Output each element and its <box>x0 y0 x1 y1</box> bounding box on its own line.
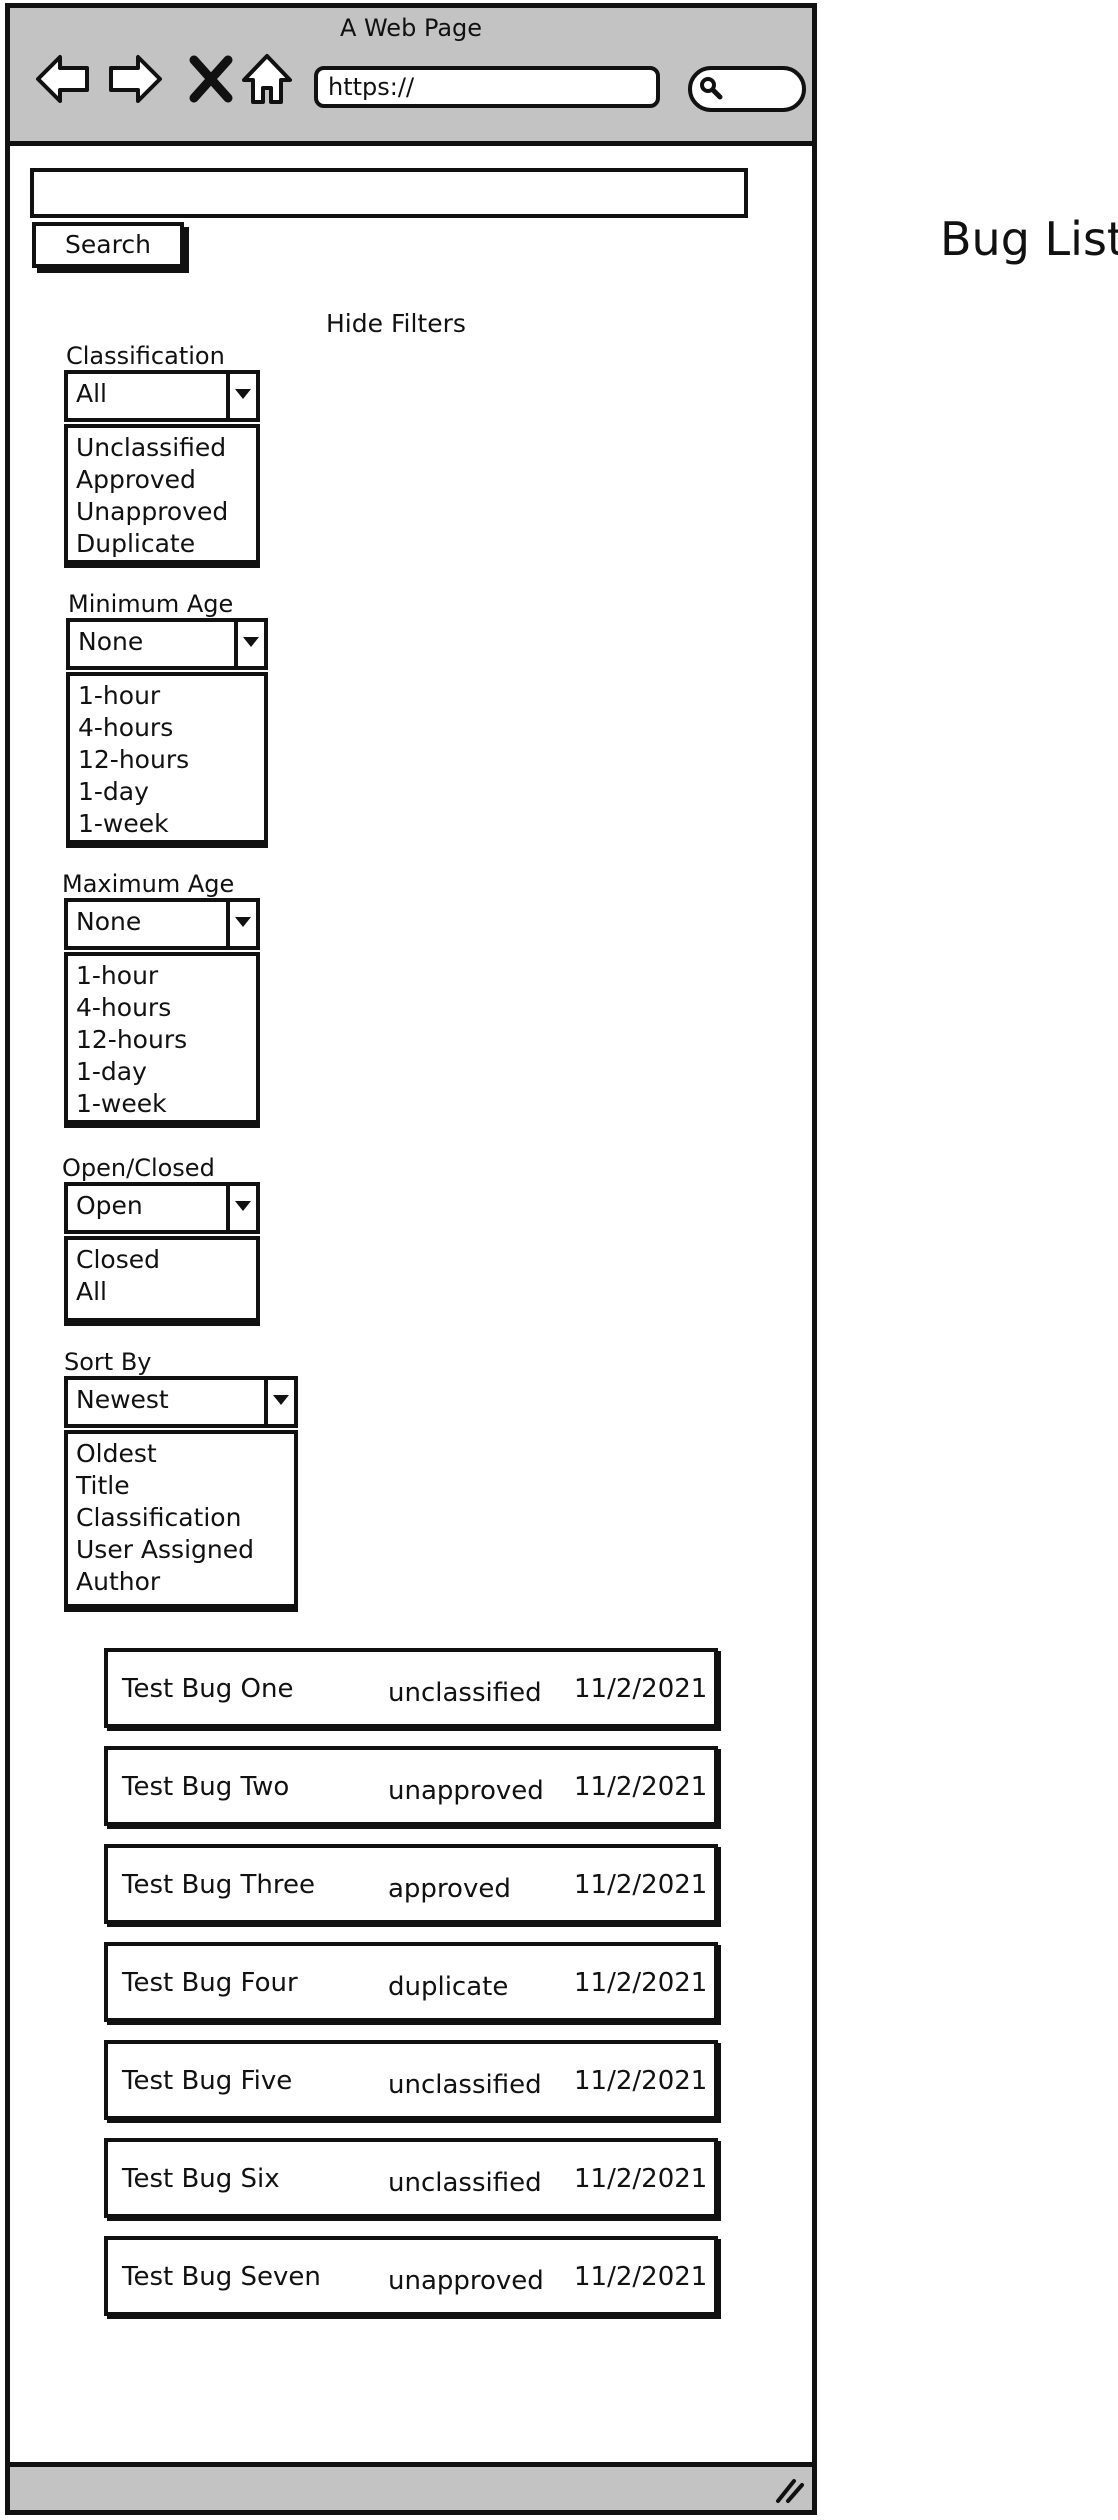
bug-date: 11/2/2021 <box>574 2262 708 2292</box>
open-closed-options: Closed All <box>64 1236 260 1322</box>
bug-row[interactable]: Test Bug Three approved 11/2/2021 <box>104 1844 718 1924</box>
chevron-down-icon[interactable] <box>226 902 256 946</box>
open-closed-option[interactable]: All <box>76 1277 107 1306</box>
chevron-down-icon[interactable] <box>226 374 256 418</box>
bug-classification: unclassified <box>388 1678 542 1708</box>
sort-by-option[interactable]: Classification <box>76 1503 242 1532</box>
bug-date: 11/2/2021 <box>574 2164 708 2194</box>
close-icon[interactable] <box>180 48 242 110</box>
maximum-age-options: 1-hour 4-hours 12-hours 1-day 1-week <box>64 952 260 1124</box>
bug-row[interactable]: Test Bug One unclassified 11/2/2021 <box>104 1648 718 1728</box>
classification-options: Unclassified Approved Unapproved Duplica… <box>64 424 260 564</box>
chevron-down-icon[interactable] <box>226 1186 256 1230</box>
bug-row[interactable]: Test Bug Seven unapproved 11/2/2021 <box>104 2236 718 2316</box>
minimum-age-option[interactable]: 1-hour <box>78 681 161 710</box>
sort-by-option[interactable]: Oldest <box>76 1439 157 1468</box>
bug-date: 11/2/2021 <box>574 1674 708 1704</box>
bug-date: 11/2/2021 <box>574 1772 708 1802</box>
bug-title: Test Bug Seven <box>122 2262 321 2292</box>
maximum-age-option[interactable]: 1-week <box>76 1089 167 1118</box>
classification-option[interactable]: Approved <box>76 465 196 494</box>
maximum-age-label: Maximum Age <box>62 870 235 898</box>
maximum-age-option[interactable]: 12-hours <box>76 1025 188 1054</box>
minimum-age-option[interactable]: 12-hours <box>78 745 190 774</box>
classification-option[interactable]: Unapproved <box>76 497 229 526</box>
minimum-age-select[interactable]: None <box>66 618 268 670</box>
classification-select[interactable]: All <box>64 370 260 422</box>
page-title: Bug List <box>940 212 1118 266</box>
bug-row[interactable]: Test Bug Four duplicate 11/2/2021 <box>104 1942 718 2022</box>
bug-classification: unclassified <box>388 2168 542 2198</box>
browser-titlebar: A Web Page https:// <box>5 3 817 146</box>
maximum-age-select[interactable]: None <box>64 898 260 950</box>
minimum-age-option[interactable]: 1-week <box>78 809 169 838</box>
bug-date: 11/2/2021 <box>574 2066 708 2096</box>
maximum-age-selected: None <box>76 907 142 936</box>
web-search-field[interactable] <box>688 66 806 112</box>
search-button[interactable]: Search <box>32 222 184 268</box>
sort-by-select[interactable]: Newest <box>64 1376 298 1428</box>
chevron-down-icon[interactable] <box>234 622 264 666</box>
bug-row[interactable]: Test Bug Six unclassified 11/2/2021 <box>104 2138 718 2218</box>
url-field[interactable]: https:// <box>314 66 660 108</box>
maximum-age-option[interactable]: 1-hour <box>76 961 159 990</box>
sort-by-options: Oldest Title Classification User Assigne… <box>64 1430 298 1608</box>
bug-date: 11/2/2021 <box>574 1968 708 1998</box>
maximum-age-option[interactable]: 4-hours <box>76 993 172 1022</box>
minimum-age-selected: None <box>78 627 144 656</box>
sort-by-option[interactable]: User Assigned <box>76 1535 254 1564</box>
minimum-age-option[interactable]: 1-day <box>78 777 149 806</box>
bug-classification: unclassified <box>388 2070 542 2100</box>
chevron-down-icon[interactable] <box>264 1380 294 1424</box>
bug-date: 11/2/2021 <box>574 1870 708 1900</box>
resize-grip-icon[interactable] <box>772 2475 806 2505</box>
classification-selected: All <box>76 379 107 408</box>
bug-classification: duplicate <box>388 1972 509 2002</box>
classification-label: Classification <box>66 342 225 370</box>
sort-by-label: Sort By <box>64 1348 152 1376</box>
bug-title: Test Bug Three <box>122 1870 316 1900</box>
open-closed-select[interactable]: Open <box>64 1182 260 1234</box>
bug-classification: approved <box>388 1874 511 1904</box>
window-title: A Web Page <box>339 14 483 42</box>
bug-title: Test Bug Five <box>122 2066 293 2096</box>
open-closed-selected: Open <box>76 1191 143 1220</box>
search-icon <box>700 77 723 100</box>
classification-option[interactable]: Unclassified <box>76 433 227 462</box>
search-input[interactable] <box>30 168 748 218</box>
sort-by-option[interactable]: Title <box>76 1471 130 1500</box>
forward-arrow-icon[interactable] <box>104 48 166 110</box>
bug-title: Test Bug Six <box>122 2164 280 2194</box>
minimum-age-options: 1-hour 4-hours 12-hours 1-day 1-week <box>66 672 268 844</box>
bug-title: Test Bug One <box>122 1674 294 1704</box>
bug-row[interactable]: Test Bug Two unapproved 11/2/2021 <box>104 1746 718 1826</box>
bug-row[interactable]: Test Bug Five unclassified 11/2/2021 <box>104 2040 718 2120</box>
open-closed-option[interactable]: Closed <box>76 1245 160 1274</box>
classification-option[interactable]: Duplicate <box>76 529 196 558</box>
bug-classification: unapproved <box>388 2266 544 2296</box>
minimum-age-option[interactable]: 4-hours <box>78 713 174 742</box>
browser-statusbar <box>5 2462 817 2515</box>
hide-filters-link[interactable]: Hide Filters <box>326 309 466 338</box>
sort-by-option[interactable]: Author <box>76 1567 161 1596</box>
home-icon[interactable] <box>236 48 298 110</box>
maximum-age-option[interactable]: 1-day <box>76 1057 147 1086</box>
minimum-age-label: Minimum Age <box>68 590 234 618</box>
open-closed-label: Open/Closed <box>62 1154 215 1182</box>
back-arrow-icon[interactable] <box>32 48 94 110</box>
bug-title: Test Bug Two <box>122 1772 290 1802</box>
sort-by-selected: Newest <box>76 1385 169 1414</box>
bug-title: Test Bug Four <box>122 1968 298 1998</box>
bug-classification: unapproved <box>388 1776 544 1806</box>
